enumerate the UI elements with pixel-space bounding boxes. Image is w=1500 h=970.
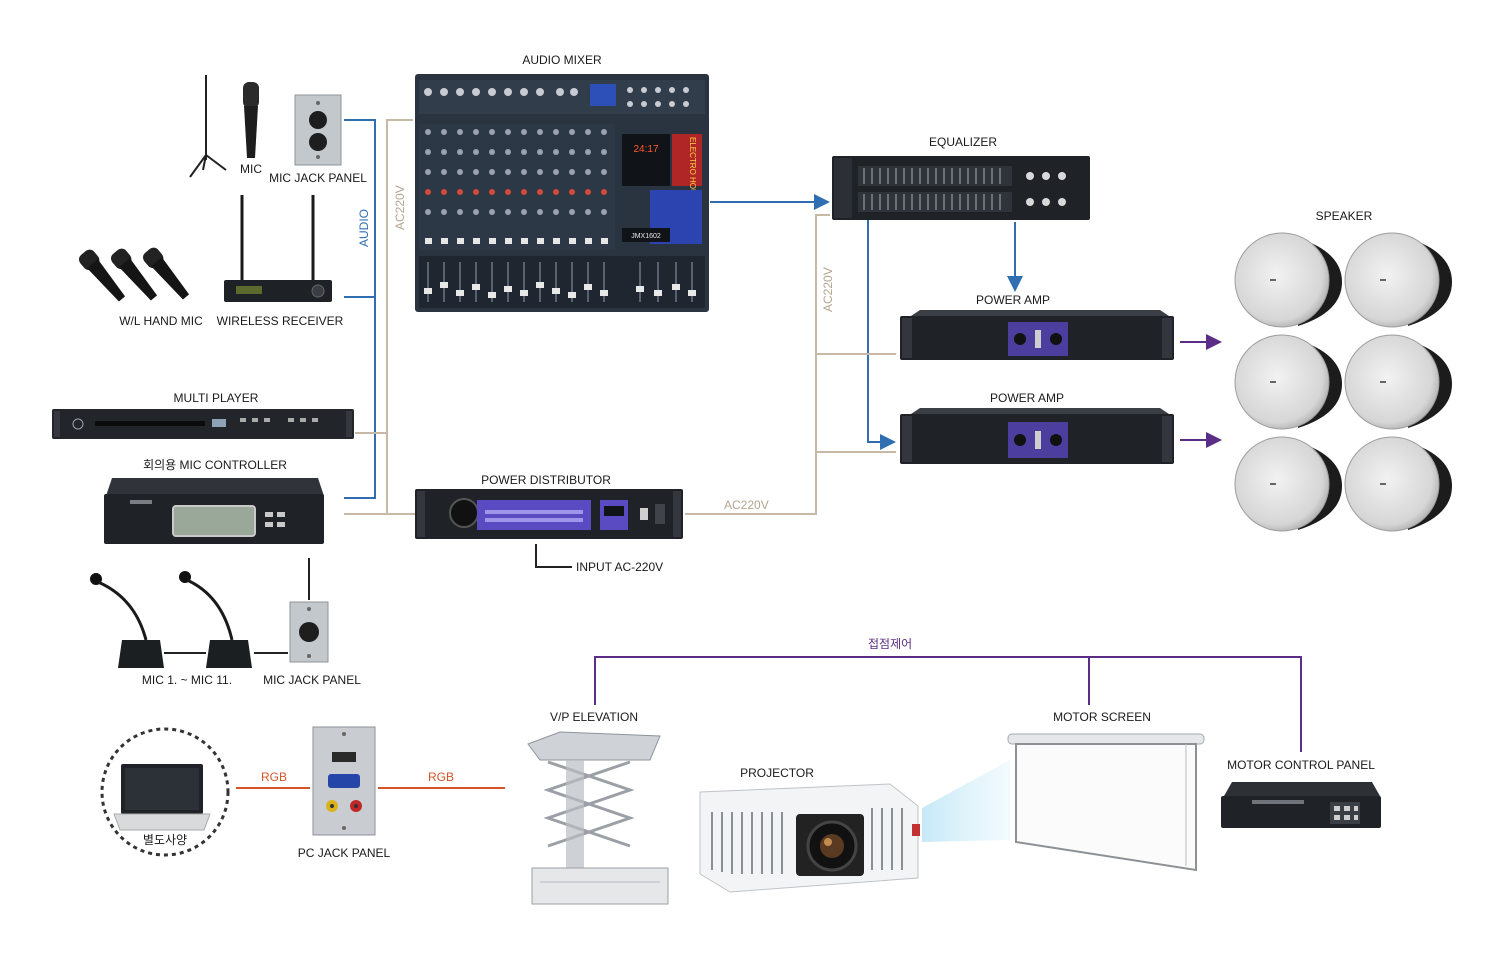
mic-jack-panel-top-label: MIC JACK PANEL	[269, 171, 367, 185]
equalizer-icon	[832, 156, 1090, 220]
ac-distributor-wire-label: AC220V	[724, 498, 769, 512]
mic-jack-panel-top-icon	[294, 94, 342, 166]
projector-beam	[922, 760, 1010, 842]
speaker-3-icon	[1234, 334, 1342, 430]
conference-mic-2-icon	[179, 571, 252, 668]
laptop-icon	[100, 727, 230, 857]
power-amp-2-label: POWER AMP	[990, 391, 1064, 405]
wireless-hand-mic-icon	[78, 247, 190, 302]
rgb-right-wire-label: RGB	[428, 770, 454, 784]
power-amp-1-label: POWER AMP	[976, 293, 1050, 307]
motor-screen-label: MOTOR SCREEN	[1053, 710, 1151, 724]
laptop-label: 별도사양	[143, 833, 187, 847]
vp-elevation-icon	[527, 731, 669, 905]
mic-label: MIC	[240, 162, 262, 176]
mic-jack-panel-bottom-label: MIC JACK PANEL	[263, 673, 361, 687]
motor-control-panel-label: MOTOR CONTROL PANEL	[1227, 758, 1375, 772]
mic-controller-icon	[104, 478, 324, 544]
audio-mixer-icon: 24:17 ELECTRO HOUSE JMX1602	[415, 74, 709, 312]
pc-jack-panel-icon	[312, 726, 376, 836]
ac-mixer-wire-label: AC220V	[393, 185, 407, 230]
audio-wire-label: AUDIO	[357, 209, 371, 247]
ac-amp-wire-label: AC220V	[821, 267, 835, 312]
speaker-5-icon	[1234, 436, 1342, 532]
mic-stand-icon	[189, 75, 227, 178]
projector-label: PROJECTOR	[740, 766, 814, 780]
pc-jack-panel-label: PC JACK PANEL	[298, 846, 391, 860]
speaker-6-icon	[1344, 436, 1452, 532]
mic-chain-wires	[164, 544, 572, 654]
conference-mic-1-icon	[90, 573, 164, 668]
mic-jack-panel-bottom-icon	[289, 601, 329, 663]
speaker-2-icon	[1344, 232, 1452, 328]
control-wires	[594, 656, 1302, 752]
speaker-1-icon	[1234, 232, 1342, 328]
power-amp-2-icon	[900, 408, 1174, 464]
vp-elevation-label: V/P ELEVATION	[550, 710, 638, 724]
speaker-4-icon	[1344, 334, 1452, 430]
power-distributor-label: POWER DISTRIBUTOR	[481, 473, 611, 487]
power-wires	[344, 119, 896, 515]
motor-control-panel-icon	[1221, 782, 1381, 828]
power-amp-1-icon	[900, 310, 1174, 360]
contact-control-wire-label: 접점제어	[868, 637, 912, 651]
multi-player-label: MULTI PLAYER	[174, 391, 259, 405]
projector-icon	[699, 783, 920, 893]
equalizer-label: EQUALIZER	[929, 135, 997, 149]
mic-controller-label: 회의용 MIC CONTROLLER	[143, 458, 287, 472]
speaker-wires	[1180, 334, 1222, 448]
motor-screen-icon	[1007, 733, 1205, 872]
conference-mics-label: MIC 1. ~ MIC 11.	[142, 673, 232, 687]
power-distributor-input-label: INPUT AC-220V	[576, 560, 663, 574]
audio-mixer-display: 24:17	[633, 144, 658, 155]
wireless-receiver-icon	[224, 195, 332, 302]
audio-mixer-side-text: ELECTRO HOUSE	[688, 137, 697, 205]
wireless-hand-mic-label: W/L HAND MIC	[119, 314, 203, 328]
mic-icon	[243, 82, 259, 158]
audio-mixer-label: AUDIO MIXER	[522, 53, 602, 67]
audio-mixer-model: JMX1602	[631, 233, 661, 240]
wireless-receiver-label: WIRELESS RECEIVER	[217, 314, 344, 328]
speaker-label: SPEAKER	[1316, 209, 1373, 223]
power-distributor-icon	[415, 489, 683, 539]
audio-wires	[344, 119, 1023, 499]
multi-player-icon	[52, 409, 354, 439]
rgb-left-wire-label: RGB	[261, 770, 287, 784]
